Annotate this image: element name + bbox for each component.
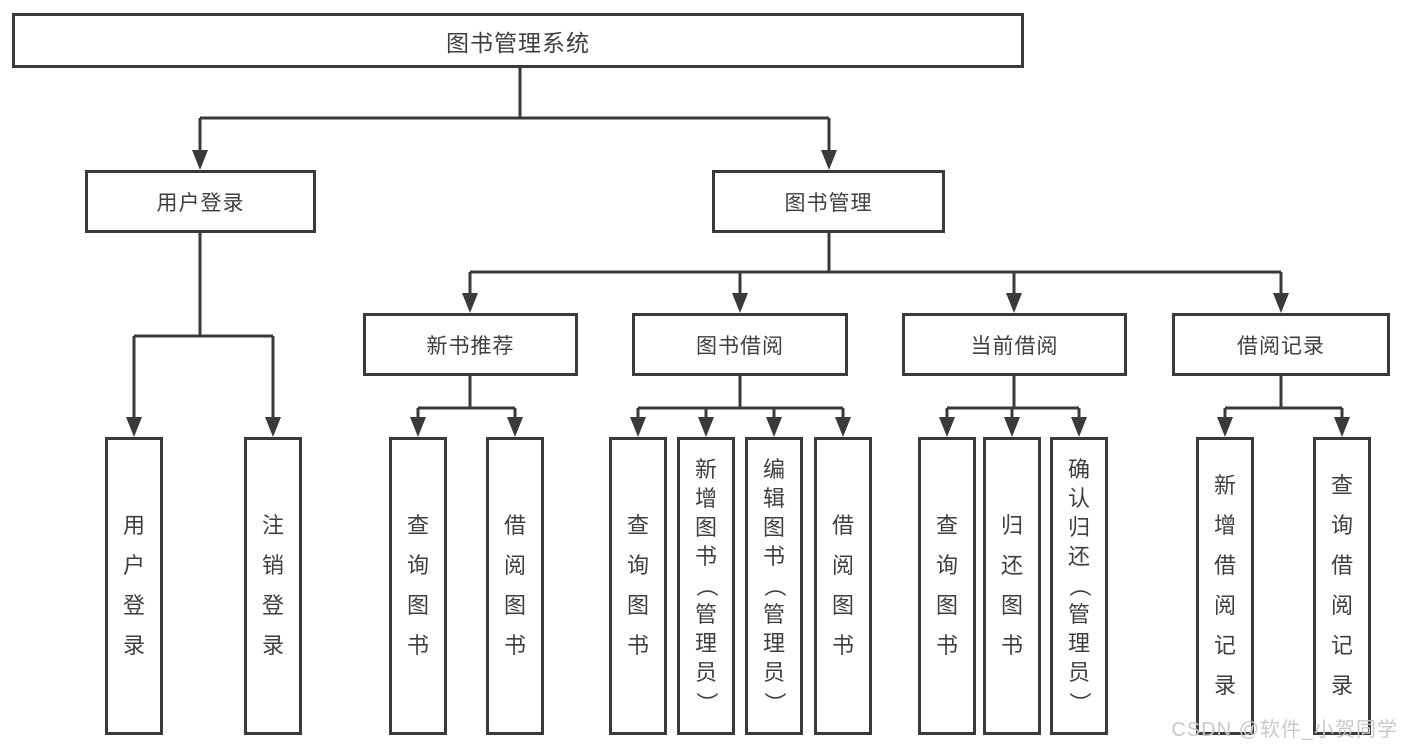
leaf-label: 归还图书 bbox=[1000, 513, 1023, 658]
node-borrowing-records: 借阅记录 bbox=[1172, 313, 1390, 376]
leaf-add-books-admin: 新增图书（管理员） bbox=[677, 437, 735, 735]
leaf-query-books-borrow: 查询图书 bbox=[609, 437, 667, 735]
node-label: 当前借阅 bbox=[970, 334, 1059, 358]
leaf-confirm-return-admin: 确认归还（管理员） bbox=[1050, 437, 1108, 735]
leaf-label: 查询图书 bbox=[935, 513, 958, 658]
node-label: 用户登录 bbox=[156, 191, 245, 215]
leaf-query-books-current: 查询图书 bbox=[918, 437, 976, 735]
node-label: 图书管理 bbox=[784, 191, 873, 215]
leaf-label: 新增图书（管理员） bbox=[693, 456, 719, 714]
leaf-label: 查询图书 bbox=[406, 513, 429, 658]
node-library-management-system: 图书管理系统 bbox=[12, 13, 1024, 68]
leaf-borrow-books: 借阅图书 bbox=[814, 437, 872, 735]
leaf-borrow-books-recommend: 借阅图书 bbox=[486, 437, 544, 735]
leaf-query-books-recommend: 查询图书 bbox=[389, 437, 447, 735]
leaf-label: 查询图书 bbox=[626, 513, 649, 658]
node-label: 借阅记录 bbox=[1237, 334, 1325, 358]
node-current-borrowing: 当前借阅 bbox=[902, 313, 1127, 376]
csdn-watermark: CSDN @软件_小贺同学 bbox=[1171, 719, 1398, 741]
node-book-management: 图书管理 bbox=[712, 170, 945, 233]
leaf-label: 借阅图书 bbox=[503, 513, 526, 658]
leaf-user-login: 用户登录 bbox=[105, 437, 163, 735]
node-new-book-recommendation: 新书推荐 bbox=[363, 313, 578, 376]
leaf-logout-login: 注销登录 bbox=[244, 437, 302, 735]
leaf-label: 借阅图书 bbox=[831, 513, 854, 658]
leaf-edit-books-admin: 编辑图书（管理员） bbox=[745, 437, 803, 735]
leaf-label: 注销登录 bbox=[261, 513, 284, 658]
leaf-query-borrow-record: 查询借阅记录 bbox=[1313, 437, 1371, 735]
node-user-login: 用户登录 bbox=[85, 170, 316, 233]
node-label: 图书管理系统 bbox=[446, 29, 590, 56]
leaf-label: 查询借阅记录 bbox=[1330, 473, 1353, 698]
leaf-label: 用户登录 bbox=[122, 513, 145, 658]
leaf-label: 新增借阅记录 bbox=[1213, 473, 1236, 698]
node-label: 新书推荐 bbox=[426, 334, 515, 358]
node-book-borrowing: 图书借阅 bbox=[632, 313, 848, 376]
leaf-label: 确认归还（管理员） bbox=[1066, 456, 1092, 714]
node-label: 图书借阅 bbox=[696, 334, 784, 358]
leaf-add-borrow-record: 新增借阅记录 bbox=[1196, 437, 1254, 735]
leaf-return-books: 归还图书 bbox=[983, 437, 1041, 735]
leaf-label: 编辑图书（管理员） bbox=[761, 456, 787, 714]
